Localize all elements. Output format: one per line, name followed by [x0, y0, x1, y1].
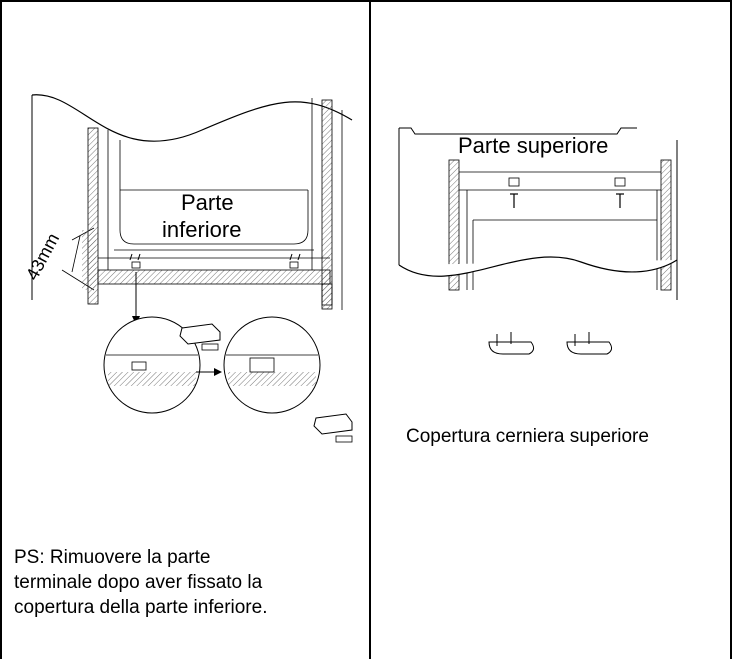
- bottom-label-line2: inferiore: [162, 217, 242, 242]
- table-middle-divider: [369, 0, 371, 659]
- note-line-2: terminale dopo aver fissato la: [14, 572, 263, 593]
- table-right-border: [730, 0, 732, 659]
- table-top-border: [0, 0, 732, 2]
- top-part-label: Parte superiore: [458, 133, 609, 158]
- top-hinge-cover-caption: Copertura cerniera superiore: [406, 426, 649, 447]
- note-line-1: PS: Rimuovere la parte: [14, 547, 211, 568]
- bottom-label-line1: Parte: [181, 190, 234, 215]
- bottom-cover-illustration: [31, 94, 353, 443]
- top-hinge-cover-illustration: [398, 127, 678, 355]
- note-line-3: copertura della parte inferiore.: [14, 597, 268, 618]
- table-left-border: [0, 0, 2, 659]
